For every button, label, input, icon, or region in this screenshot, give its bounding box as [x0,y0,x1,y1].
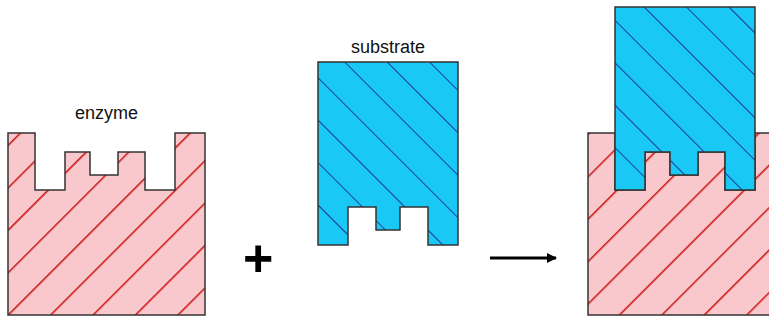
complex-substrate [615,7,755,190]
enzyme-block: enzyme [8,102,205,316]
substrate-block-outline [318,36,458,246]
substrate-block: substrate [318,36,458,246]
shape-label: enzyme [8,102,205,124]
reaction-arrow [490,257,556,260]
plus-sign: + [243,232,273,284]
enzyme-block-outline [8,102,205,316]
shape-label: substrate [318,36,458,58]
